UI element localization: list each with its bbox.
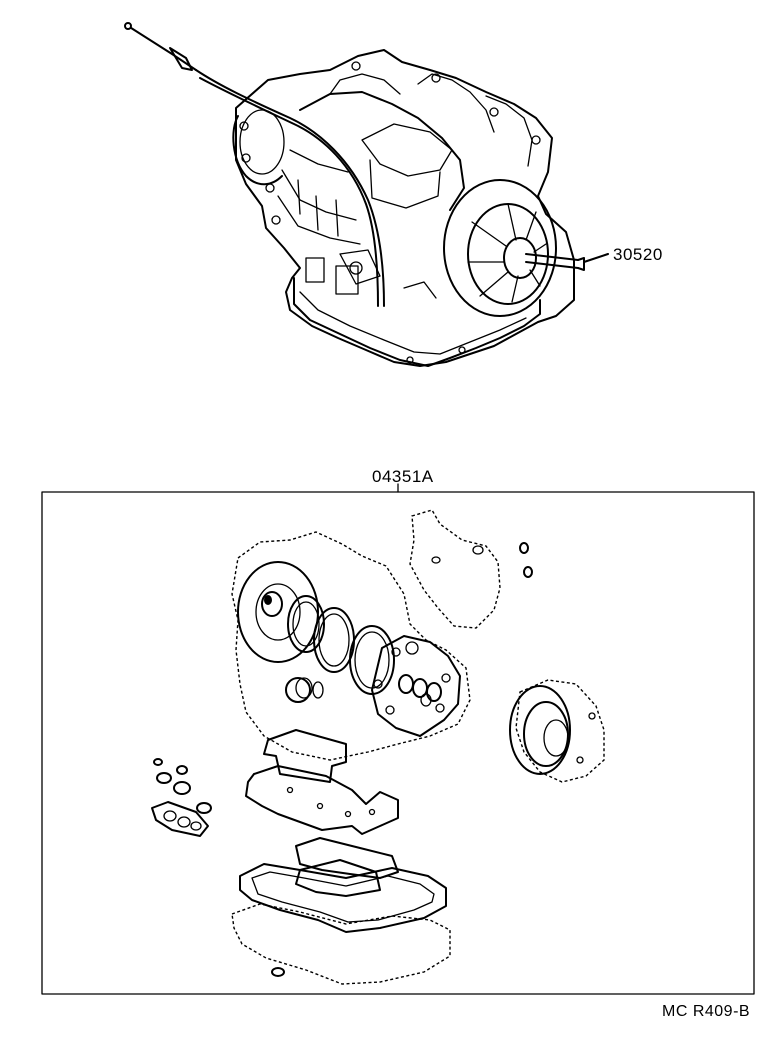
oil-pan-gasket (239, 863, 447, 933)
transaxle-housing (232, 49, 575, 367)
page-reference: MC R409-B (662, 1003, 751, 1020)
part-number-label-gasket-kit: 04351A (372, 467, 434, 486)
differential-seal (509, 679, 605, 783)
transaxle-lower-details (305, 249, 437, 299)
oil-pan-outline (231, 903, 451, 985)
case-gasket (231, 531, 471, 761)
left-o-rings (153, 758, 212, 814)
drain-plug-gasket (271, 967, 285, 977)
oil-seal-large (237, 561, 319, 663)
kit-frame (41, 491, 755, 995)
accumulator-gasket (151, 801, 209, 837)
extension-housing-gasket (409, 509, 501, 629)
shift-cable (124, 22, 385, 307)
small-o-ring (519, 542, 529, 554)
o-ring-set (287, 595, 395, 695)
small-seal (285, 677, 324, 703)
part-number-label-transaxle: 30520 (613, 245, 663, 264)
valve-body-gaskets (245, 729, 399, 897)
gasket-kit[interactable] (41, 483, 755, 995)
pump-cover-gasket (371, 635, 461, 737)
leader-30520 (583, 253, 609, 263)
small-o-ring (523, 566, 533, 578)
transaxle-assembly[interactable] (124, 22, 609, 367)
transaxle-side-cover (443, 179, 585, 317)
